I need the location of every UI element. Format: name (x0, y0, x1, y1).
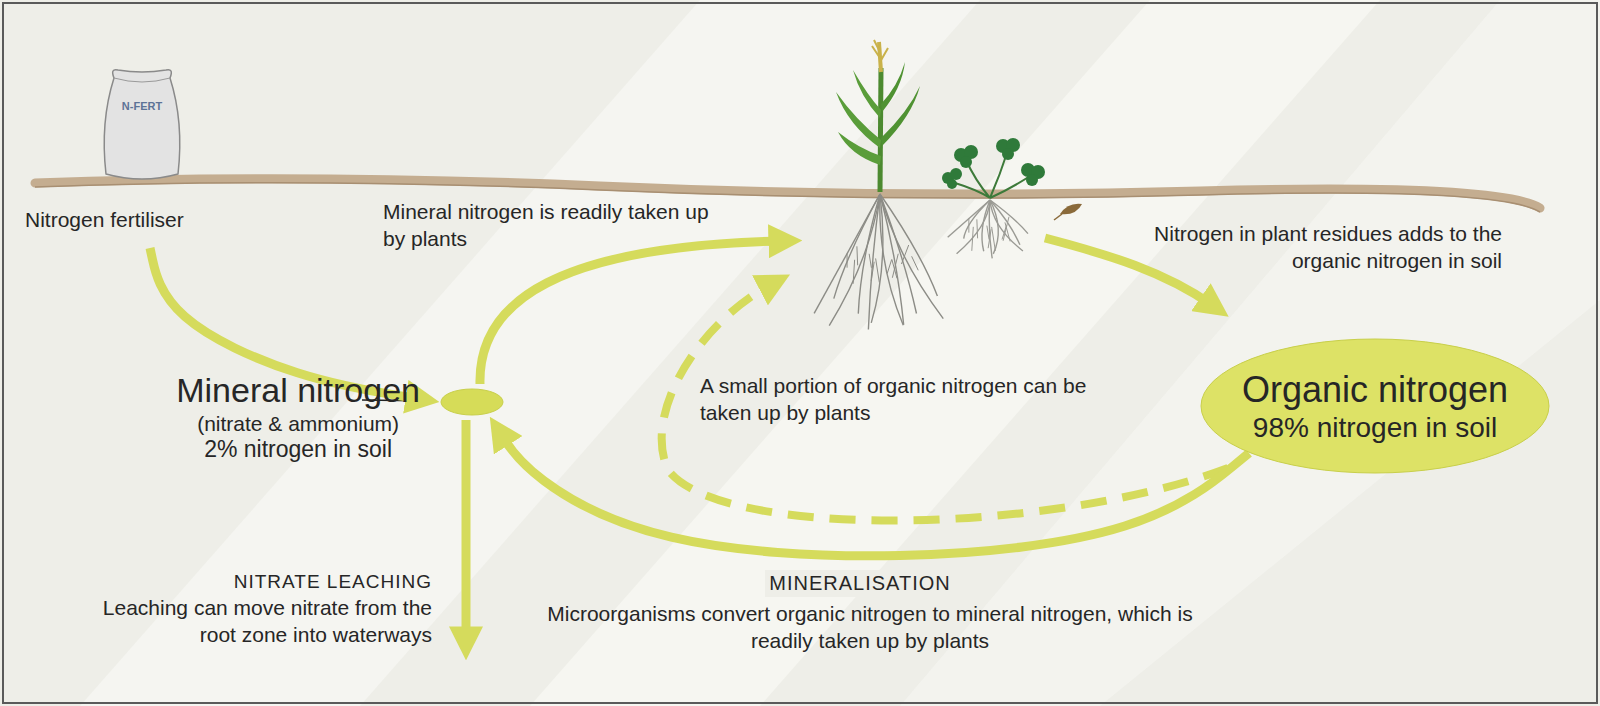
organic-pool: Organic nitrogen98% nitrogen in soil (1200, 338, 1550, 474)
node-title: Organic nitrogen (1242, 368, 1508, 411)
cereal-plant (836, 40, 920, 192)
uptake-note: Mineral nitrogen is readily taken up by … (383, 198, 713, 252)
clover-plant (942, 138, 1045, 198)
plant-residue (1060, 204, 1082, 215)
root-stroke (869, 254, 871, 268)
root-stroke (853, 260, 854, 284)
node-title: Mineral nitrogen (176, 370, 420, 411)
mineral-pool: Mineral nitrogen(nitrate & ammonium)2% n… (440, 388, 504, 416)
root-stroke (912, 256, 919, 270)
root-stroke (990, 200, 1020, 245)
organic-uptake-arrow (662, 284, 1228, 520)
root-stroke (880, 194, 943, 319)
node-text: Nitrogen fertiliser (25, 207, 184, 232)
plant-roots (814, 194, 1028, 330)
sack-fold (114, 78, 170, 82)
root-stroke (876, 258, 880, 282)
root-stroke (901, 245, 908, 264)
root-stroke (880, 194, 904, 325)
root-stroke (892, 254, 898, 278)
root-stroke (856, 246, 858, 265)
ellipse-fill (441, 389, 503, 415)
root-stroke (880, 194, 937, 296)
node-text: 98% nitrogen in soil (1253, 411, 1497, 445)
leaching-arrow (462, 420, 471, 640)
root-stroke (976, 219, 978, 238)
flow-arrow (501, 434, 1249, 556)
root-stroke (858, 194, 880, 314)
residue-arrow (1045, 238, 1212, 305)
fertiliser-bag: N-FERT Nitrogen fertiliser (20, 62, 290, 245)
root-stroke (972, 227, 973, 251)
root-stroke (868, 194, 880, 330)
pool-heading: Mineral nitrogen(nitrate & ammonium)2% n… (176, 370, 420, 464)
node-text: 2% nitrogen in soil (176, 436, 420, 464)
light-stripe (900, 0, 1600, 706)
fertiliser-sack (92, 62, 192, 187)
root-stroke (1003, 217, 1009, 241)
sack-outline (104, 70, 180, 179)
edge-label: MINERALISATION (765, 570, 954, 597)
soil-surface-edge (35, 183, 1540, 212)
frame (3, 3, 1597, 703)
mineralisation-note: Microorganisms convert organic nitrogen … (520, 600, 1220, 654)
pool-ellipse (440, 388, 504, 416)
root-stroke (834, 194, 880, 299)
pool-text: Organic nitrogen98% nitrogen in soil (1200, 338, 1550, 474)
root-stroke (988, 229, 991, 248)
root-stroke (990, 200, 1023, 251)
plant-residue (1054, 214, 1062, 220)
root-stroke (871, 262, 874, 281)
root-stroke (880, 194, 903, 325)
leaching-heading: NITRATE LEACHING (132, 568, 432, 595)
root-stroke (992, 227, 996, 251)
node-text: (nitrate & ammonium) (176, 411, 420, 436)
root-stroke (871, 194, 883, 323)
organic-uptake-note: A small portion of organic nitrogen can … (700, 372, 1100, 426)
root-stroke (887, 260, 891, 274)
root-stroke (957, 200, 990, 254)
ellipse-fill (1201, 339, 1549, 473)
residue-note: Nitrogen in plant residues adds to the o… (1110, 220, 1502, 274)
node-title: N-FERT (102, 100, 182, 113)
leaching-note: Leaching can move nitrate from the root … (62, 594, 432, 648)
